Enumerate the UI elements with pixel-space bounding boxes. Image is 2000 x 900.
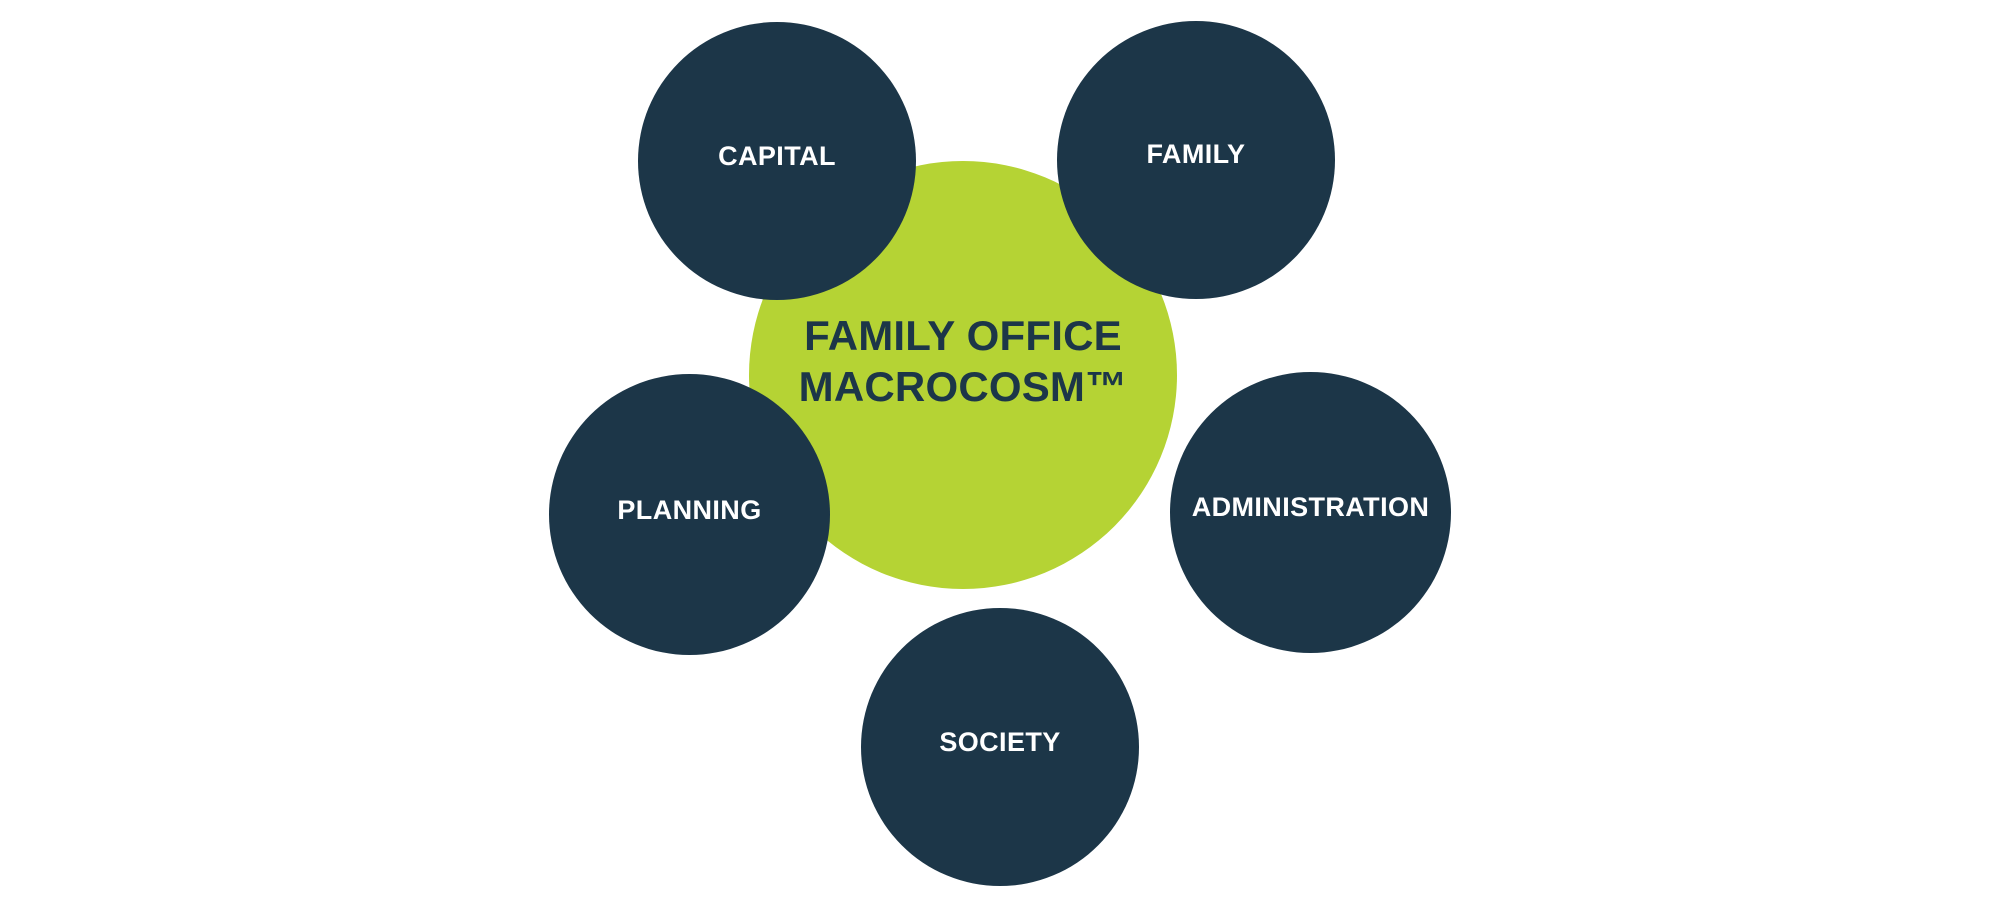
node-circle-administration[interactable]: ADMINISTRATION [1170, 372, 1451, 653]
hub-label-line-1: FAMILY OFFICE [804, 311, 1122, 359]
node-label-capital: CAPITAL [718, 140, 836, 171]
node-circle-society[interactable]: SOCIETY [861, 608, 1139, 886]
node-label-planning: PLANNING [617, 495, 762, 525]
hub-label-line-2: MACROCOSM™ [798, 363, 1128, 410]
node-circle-family[interactable]: FAMILY [1057, 21, 1335, 299]
hub-label: FAMILY OFFICE MACROCOSM™ [799, 310, 1128, 412]
node-label-family: FAMILY [1146, 138, 1246, 169]
node-label-administration: ADMINISTRATION [1191, 492, 1430, 522]
node-circle-planning[interactable]: PLANNING [549, 374, 830, 655]
node-circle-capital[interactable]: CAPITAL [638, 22, 916, 300]
node-label-society: SOCIETY [939, 726, 1061, 757]
